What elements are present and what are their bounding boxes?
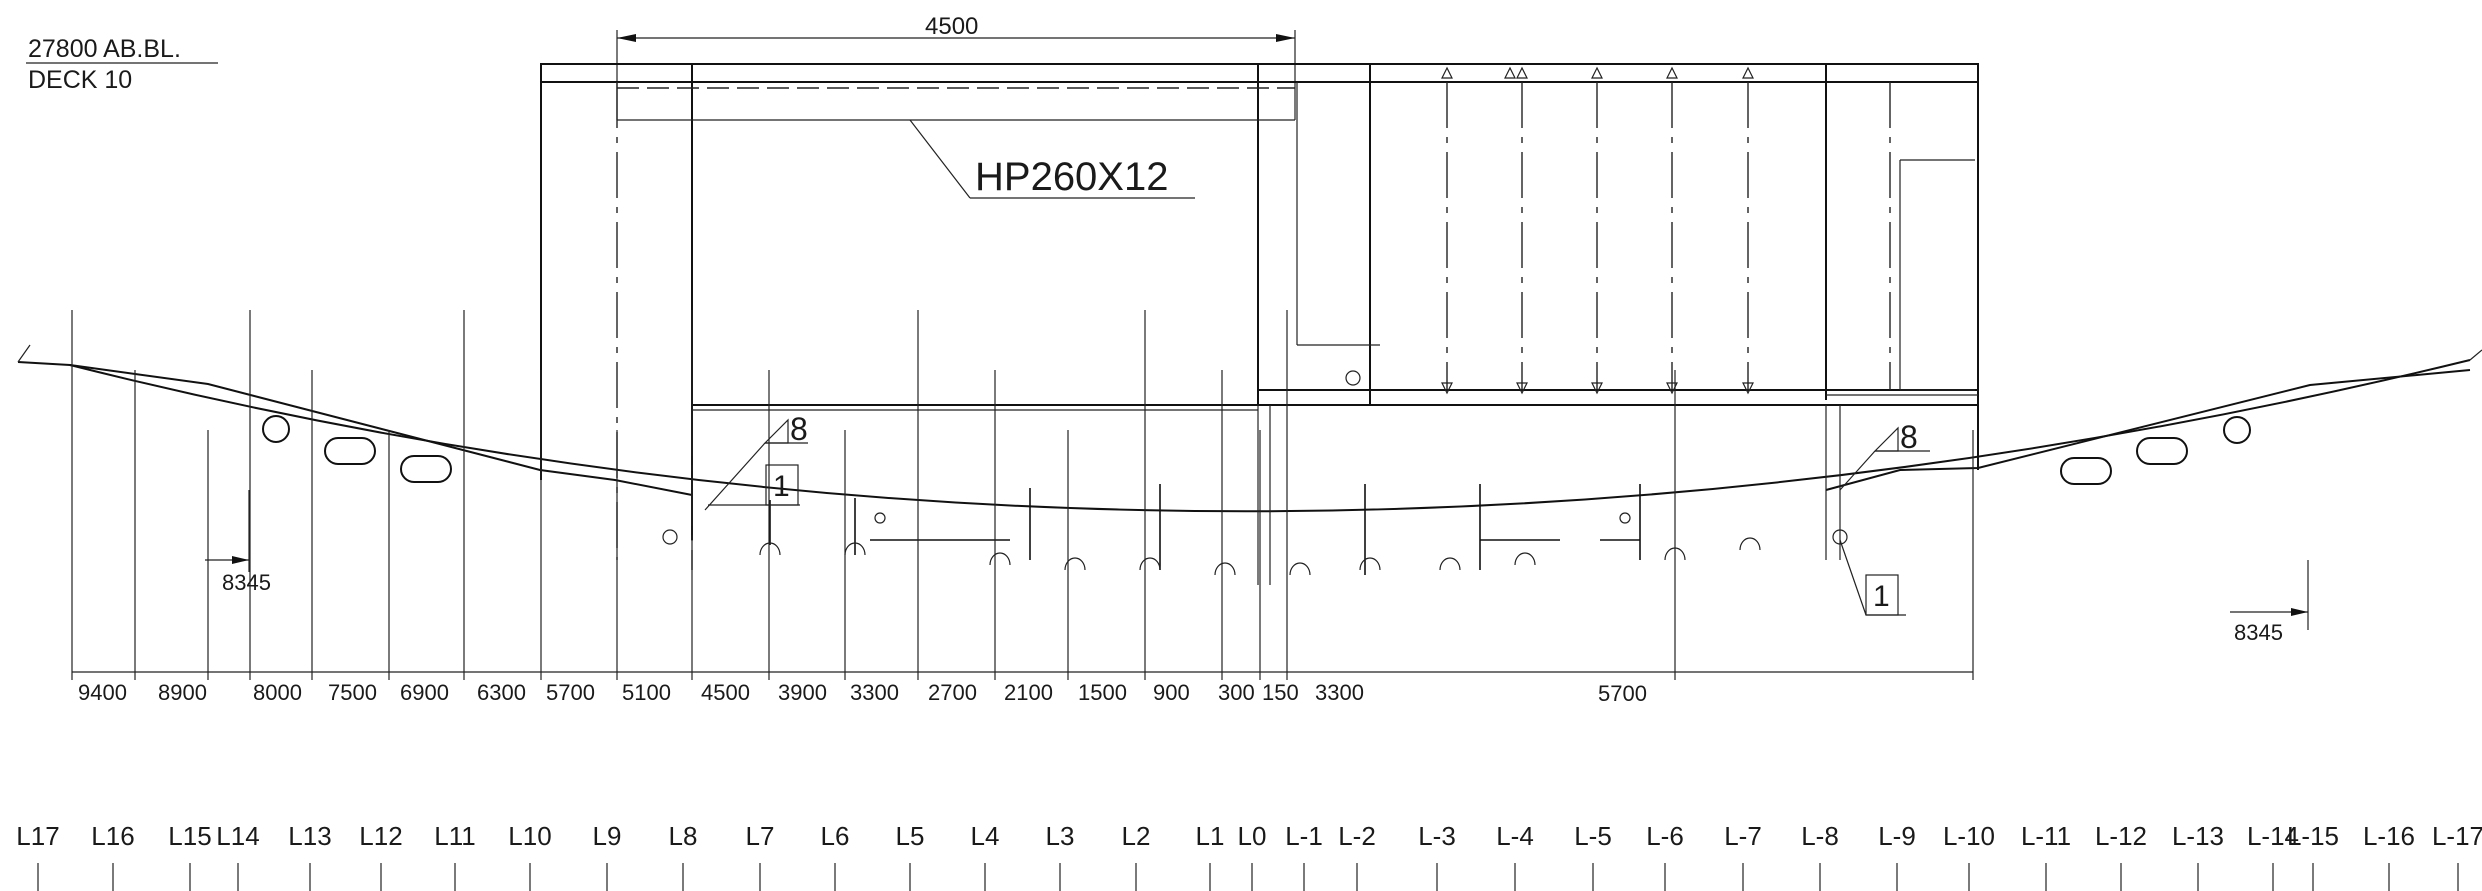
frame-label: L-9 xyxy=(1878,821,1916,851)
frame-label: L3 xyxy=(1046,821,1075,851)
frame-label: L12 xyxy=(359,821,402,851)
frame-label: L6 xyxy=(821,821,850,851)
lightening-holes xyxy=(262,415,2251,485)
dimension-label: 6900 xyxy=(400,680,449,705)
weld-size-right: 8 xyxy=(1900,419,1918,455)
side-dim-right-label: 8345 xyxy=(2234,620,2283,645)
frame-label: L0 xyxy=(1238,821,1267,851)
frame-label: L2 xyxy=(1122,821,1151,851)
dimension-label: 8900 xyxy=(158,680,207,705)
profile-callout-label: HP260X12 xyxy=(975,155,1168,199)
header-elevation: 27800 AB.BL. xyxy=(28,35,181,63)
frame-label: L7 xyxy=(746,821,775,851)
header-note: 27800 AB.BL. DECK 10 xyxy=(26,35,218,94)
frame-label: L-14 xyxy=(2247,821,2299,851)
dimension-label: 3900 xyxy=(778,680,827,705)
dimension-label: 4500 xyxy=(701,680,750,705)
dimension-label: 7500 xyxy=(328,680,377,705)
frame-label: L-2 xyxy=(1338,821,1376,851)
weld-symbol-right: 8 xyxy=(1839,419,1930,491)
frame-label: L16 xyxy=(91,821,134,851)
top-dimension: 4500 xyxy=(616,13,1296,120)
detail-ref-right-label: 1 xyxy=(1873,580,1890,613)
side-dim-left-label: 8345 xyxy=(222,570,271,595)
dimension-label: 9400 xyxy=(78,680,127,705)
frame-label: L-15 xyxy=(2287,821,2339,851)
top-dimension-label: 4500 xyxy=(925,13,978,40)
frame-label: L-16 xyxy=(2363,821,2415,851)
frame-label: L-13 xyxy=(2172,821,2224,851)
frame-label: L-1 xyxy=(1285,821,1323,851)
frame-label: L10 xyxy=(508,821,551,851)
weld-symbol-left: 8 xyxy=(704,411,808,511)
frame-label: L1 xyxy=(1196,821,1225,851)
dimension-label: 150 xyxy=(1262,680,1299,705)
frame-label: L5 xyxy=(896,821,925,851)
detail-ref-right: 1 xyxy=(1839,539,1906,616)
frame-label: L-3 xyxy=(1418,821,1456,851)
frame-label: L-11 xyxy=(2021,821,2071,851)
frame-label: L4 xyxy=(971,821,1000,851)
dimension-label: 5100 xyxy=(622,680,671,705)
dimension-label: 3300 xyxy=(850,680,899,705)
side-dim-right: 8345 xyxy=(2230,560,2309,645)
dimension-label: 1500 xyxy=(1078,680,1127,705)
deck-curve xyxy=(17,344,2482,513)
frame-label: L-7 xyxy=(1724,821,1762,851)
dimension-label: 300 xyxy=(1218,680,1255,705)
frame-label: L-5 xyxy=(1574,821,1612,851)
frame-label: L15 xyxy=(168,821,211,851)
frame-label: L-17 xyxy=(2432,821,2482,851)
frame-label: L-4 xyxy=(1496,821,1534,851)
frame-label: L17 xyxy=(16,821,59,851)
weld-size-left: 8 xyxy=(790,411,808,447)
dimension-label: 2100 xyxy=(1004,680,1053,705)
frame-label: L11 xyxy=(434,821,475,851)
frame-label: L-8 xyxy=(1801,821,1839,851)
detail-ref-left: 1 xyxy=(708,464,800,506)
dimension-label: 2700 xyxy=(928,680,977,705)
dimension-label: 5700 xyxy=(546,680,595,705)
frame-label: L14 xyxy=(216,821,259,851)
frame-label: L9 xyxy=(593,821,622,851)
frame-label: L-10 xyxy=(1943,821,1995,851)
dimension-label: 8000 xyxy=(253,680,302,705)
dimension-label: 5700 xyxy=(1598,681,1647,706)
dimension-label: 900 xyxy=(1153,680,1190,705)
side-dim-left: 8345 xyxy=(205,490,271,595)
dimension-label: 3300 xyxy=(1315,680,1364,705)
upper-structure xyxy=(540,63,1979,560)
frame-label: L-6 xyxy=(1646,821,1684,851)
profile-callout: HP260X12 xyxy=(909,119,1195,199)
dimension-label: 6300 xyxy=(477,680,526,705)
frame-label: L13 xyxy=(288,821,331,851)
internal-framing xyxy=(662,370,1848,585)
header-deck: DECK 10 xyxy=(28,66,132,94)
frame-label: L8 xyxy=(669,821,698,851)
frame-label: L-12 xyxy=(2095,821,2147,851)
upper-stiffeners xyxy=(1441,66,1891,395)
detail-ref-left-label: 1 xyxy=(773,470,790,503)
